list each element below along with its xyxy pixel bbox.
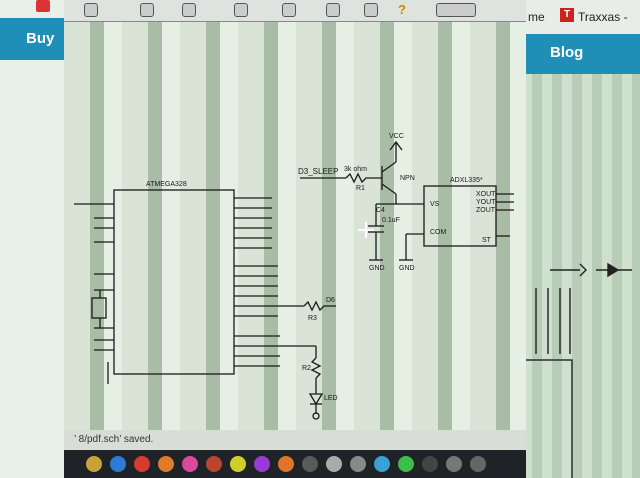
app-icon[interactable] <box>278 456 294 472</box>
accelerometer-block <box>423 185 497 247</box>
schematic-editor-window: ? <box>64 0 526 478</box>
app-icon[interactable] <box>374 456 390 472</box>
net-d6-label: D6 <box>326 297 335 304</box>
gnd-label: GND <box>369 265 385 272</box>
r2-ref-label: R2 <box>302 365 311 372</box>
zoom-out-icon[interactable] <box>140 3 154 17</box>
stop-icon[interactable] <box>364 3 378 17</box>
editor-toolbar: ? <box>64 0 526 22</box>
app-icon[interactable] <box>446 456 462 472</box>
r1-value-label: 3k ohm <box>344 166 367 173</box>
status-text: ’ 8/pdf.sch’ saved. <box>74 434 154 445</box>
accel-pin-label: XOUT <box>476 191 496 198</box>
npn-label: NPN <box>400 175 415 182</box>
accel-pin-label: ZOUT <box>476 207 496 214</box>
tab-partial-title[interactable]: me <box>528 10 545 24</box>
right-page-content <box>521 74 640 478</box>
zoom-fit-icon[interactable] <box>182 3 196 17</box>
app-icon[interactable] <box>206 456 222 472</box>
cap-label: C4 <box>376 207 385 214</box>
schematic-canvas[interactable]: ATMEGA328 ADXL335* VCC D3_SLEEP 3k ohm R… <box>64 22 526 450</box>
mcu-block <box>113 189 235 375</box>
redo-icon[interactable] <box>326 3 340 17</box>
app-icon[interactable] <box>422 456 438 472</box>
status-bar: ’ 8/pdf.sch’ saved. <box>64 430 526 450</box>
schematic-drawing: ATMEGA328 ADXL335* VCC D3_SLEEP 3k ohm R… <box>74 133 514 420</box>
accel-pin-label: YOUT <box>476 199 496 206</box>
net-sleep-label: D3_SLEEP <box>298 167 338 176</box>
layer-select[interactable] <box>436 3 476 17</box>
app-icon[interactable] <box>326 456 342 472</box>
redraw-icon[interactable] <box>234 3 248 17</box>
nav-buy-link[interactable]: Buy <box>26 30 55 47</box>
mcu-label: ATMEGA328 <box>146 181 187 188</box>
app-icon[interactable] <box>302 456 318 472</box>
tab-traxxas[interactable]: Traxxas - <box>578 10 628 24</box>
nav-blog-link[interactable]: Blog <box>550 44 584 61</box>
folder-icon[interactable] <box>86 456 102 472</box>
r3-ref-label: R3 <box>308 315 317 322</box>
right-browser-window: me T Traxxas - Blog <box>521 0 640 478</box>
undo-icon[interactable] <box>282 3 296 17</box>
browser-icon[interactable] <box>110 456 126 472</box>
help-icon[interactable]: ? <box>398 2 406 17</box>
app-icon[interactable] <box>182 456 198 472</box>
accel-pin-label: ST <box>482 237 492 244</box>
zoom-in-icon[interactable] <box>84 3 98 17</box>
partial-schematic <box>521 262 632 478</box>
browser-tab-strip: me T Traxxas - <box>522 0 640 34</box>
os-taskbar <box>64 450 526 478</box>
gnd-label: GND <box>399 265 415 272</box>
app-icon[interactable] <box>230 456 246 472</box>
app-icon[interactable] <box>254 456 270 472</box>
traxxas-favicon-icon: T <box>560 8 574 22</box>
firefox-icon[interactable] <box>158 456 174 472</box>
app-icon[interactable] <box>134 456 150 472</box>
accel-label: ADXL335* <box>450 177 483 184</box>
accel-pin-label: VS <box>430 201 440 208</box>
crosshair-cursor-icon <box>358 222 374 238</box>
r1-ref-label: R1 <box>356 185 365 192</box>
vcc-label: VCC <box>389 133 404 140</box>
app-icon[interactable] <box>350 456 366 472</box>
led-label: LED <box>324 395 338 402</box>
cap-value-label: 0.1uF <box>382 217 400 224</box>
accel-pin-label: COM <box>430 229 447 236</box>
close-icon[interactable] <box>36 0 50 12</box>
app-icon[interactable] <box>470 456 486 472</box>
right-nav-bar: Blog <box>522 34 640 74</box>
app-icon[interactable] <box>398 456 414 472</box>
